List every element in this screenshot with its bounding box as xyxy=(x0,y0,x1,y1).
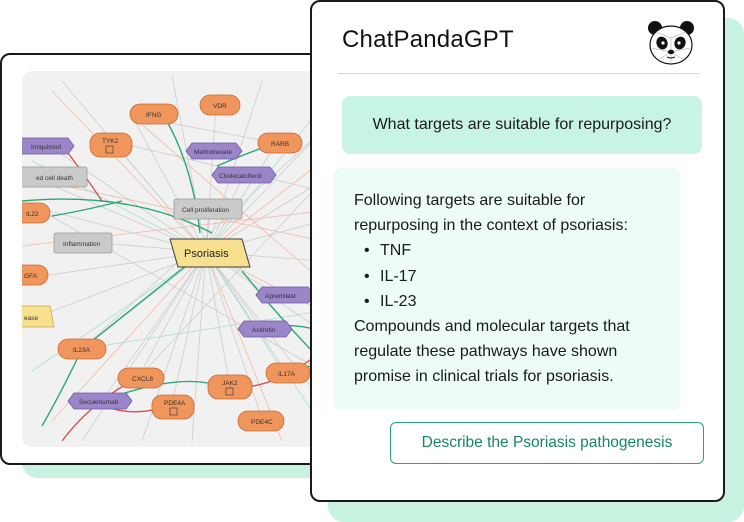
drug-label-secukinumab: Secukinumab xyxy=(79,399,119,406)
gene-label-il22: IL22 xyxy=(26,211,39,218)
gene-node-gfa[interactable] xyxy=(22,264,49,286)
process-label-cell-proliferation: Cell proliferation xyxy=(182,207,229,214)
gene-node-cxcl8[interactable] xyxy=(117,367,165,389)
gene-label-pde4c: PDE4C xyxy=(251,419,273,426)
process-nodes: ed cell death Cell proliferation Inflamm… xyxy=(22,166,243,254)
network-graph-card: ed cell death Cell proliferation Inflamm… xyxy=(0,53,338,465)
gene-label-pde4a: PDE4A xyxy=(164,400,186,407)
target-list-item: • IL-17 xyxy=(354,264,660,289)
target-name: TNF xyxy=(380,242,412,260)
psoriasis-label: Psoriasis xyxy=(184,248,229,260)
gene-label-rarb: RARB xyxy=(271,141,289,148)
assistant-outro: Compounds and molecular targets that reg… xyxy=(354,318,630,386)
drug-label-cholecalciferol: Cholecalciferol xyxy=(219,173,262,180)
disease-node-partial[interactable] xyxy=(22,305,55,328)
gene-label-ifng: IFNG xyxy=(146,112,162,119)
target-name: IL-23 xyxy=(380,292,417,310)
gene-node-tyk2[interactable] xyxy=(89,132,133,158)
process-node-cell-death[interactable] xyxy=(22,166,88,188)
process-label-cell-death: ed cell death xyxy=(36,175,73,182)
user-message: What targets are suitable for repurposin… xyxy=(342,96,702,154)
drug-node-imiquimod[interactable] xyxy=(22,137,75,155)
gene-label-jak2: JAK2 xyxy=(222,380,238,387)
grid-icon xyxy=(225,387,234,396)
drug-node-methotrexate[interactable] xyxy=(185,142,243,160)
chat-panel: ChatPandaGPT What targets are suitable f… xyxy=(310,0,725,502)
gene-node-il22[interactable] xyxy=(22,202,51,224)
gene-node-rarb[interactable] xyxy=(257,132,303,154)
grid-icon xyxy=(105,145,114,154)
suggestion-button[interactable]: Describe the Psoriasis pathogenesis xyxy=(390,422,704,464)
gene-label-gfa: GFA xyxy=(24,273,38,280)
drug-node-apremilast[interactable] xyxy=(255,286,315,304)
assistant-intro: Following targets are suitable for repur… xyxy=(354,192,628,235)
chat-title: ChatPandaGPT xyxy=(342,26,514,53)
psoriasis-node[interactable] xyxy=(169,238,251,268)
drug-node-secukinumab[interactable] xyxy=(67,392,133,410)
gene-label-il23a: IL23A xyxy=(73,347,91,354)
drug-node-cholecalciferol[interactable] xyxy=(211,166,277,184)
gene-node-pde4a[interactable] xyxy=(151,394,195,420)
drug-label-imiquimod: Imiquimod xyxy=(31,144,61,151)
assistant-message: Following targets are suitable for repur… xyxy=(334,168,680,410)
bullet-icon: • xyxy=(364,267,370,285)
bullet-icon: • xyxy=(364,242,370,260)
header-divider xyxy=(338,73,700,74)
gene-node-pde4c[interactable] xyxy=(237,410,285,432)
bullet-icon: • xyxy=(364,292,370,310)
drug-label-acitretin: Acitretin xyxy=(252,327,276,334)
gene-label-vdr: VDR xyxy=(213,103,227,110)
gene-node-ifng[interactable] xyxy=(129,103,179,125)
gene-label-tyk2: TYK2 xyxy=(102,138,119,145)
gene-node-jak2[interactable] xyxy=(207,374,253,400)
process-node-inflammation[interactable] xyxy=(53,232,113,254)
panda-logo-icon xyxy=(646,18,696,68)
target-list: • TNF • IL-17 • IL-23 xyxy=(354,238,660,314)
gene-node-il23a[interactable] xyxy=(57,338,107,360)
drug-label-methotrexate: Methotrexate xyxy=(194,149,232,156)
gene-label-cxcl8: CXCL8 xyxy=(132,376,153,383)
network-graph[interactable]: ed cell death Cell proliferation Inflamm… xyxy=(22,71,336,447)
process-label-inflammation: Inflammation xyxy=(63,241,101,248)
disease-label-partial: ease xyxy=(24,315,38,322)
drug-label-apremilast: Apremilast xyxy=(265,293,296,300)
grid-icon xyxy=(169,407,178,416)
gene-node-vdr[interactable] xyxy=(199,94,241,116)
gene-label-il17a: IL17A xyxy=(278,371,296,378)
drug-node-acitretin[interactable] xyxy=(237,320,293,338)
target-list-item: • TNF xyxy=(354,238,660,263)
process-node-cell-proliferation[interactable] xyxy=(173,198,243,220)
target-name: IL-17 xyxy=(380,267,417,285)
target-list-item: • IL-23 xyxy=(354,289,660,314)
